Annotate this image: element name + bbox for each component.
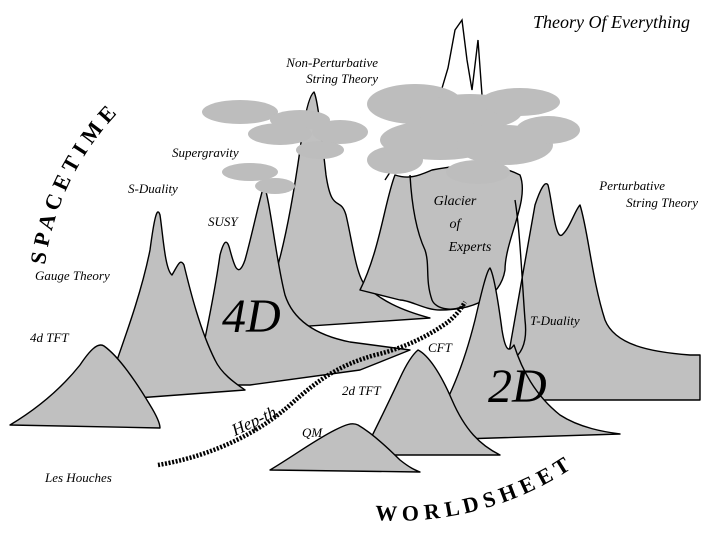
label-supergravity: Supergravity [172, 145, 239, 160]
glacier-edge [409, 174, 466, 310]
label-qm: QM [302, 425, 323, 440]
label-perturbative-1: Perturbative [598, 178, 665, 193]
peak-qm [269, 423, 421, 473]
clouds [202, 84, 580, 194]
label-nonperturbative-1: Non-Perturbative [285, 55, 378, 70]
label-glacier-2: of [450, 217, 463, 232]
t-duality-peak-line [511, 199, 527, 361]
spacetime-arc-label: S P A C E T I M E [25, 100, 121, 265]
peak-s-duality [104, 211, 246, 401]
peak-2d-range [429, 267, 621, 441]
glacier-of-experts [359, 164, 524, 311]
peak-4d-tft [9, 344, 161, 429]
label-cft: CFT [428, 340, 453, 355]
label-gauge-theory: Gauge Theory [35, 268, 110, 283]
peak-4d-range [194, 184, 411, 386]
label-glacier-1: Glacier [434, 194, 477, 209]
label-les-houches: Les Houches [44, 470, 112, 485]
title-label: Theory Of Everything [533, 12, 690, 32]
label-4d-tft: 4d TFT [30, 330, 69, 345]
label-4d-region: 4D [222, 290, 281, 343]
hep-th-path [157, 300, 467, 468]
peak-perturbative [504, 183, 701, 401]
label-susy: SUSY [208, 214, 239, 229]
peak-2d-tft [369, 349, 501, 456]
summit-peaks [384, 18, 493, 181]
label-glacier-3: Experts [448, 240, 492, 255]
label-t-duality: T-Duality [530, 313, 580, 328]
label-2d-region: 2D [488, 360, 547, 413]
label-s-duality: S-Duality [128, 181, 178, 196]
label-nonperturbative-2: String Theory [306, 71, 378, 86]
label-hep-th: Hep-th [228, 402, 280, 440]
label-perturbative-2: String Theory [626, 195, 698, 210]
label-2d-tft: 2d TFT [342, 383, 381, 398]
